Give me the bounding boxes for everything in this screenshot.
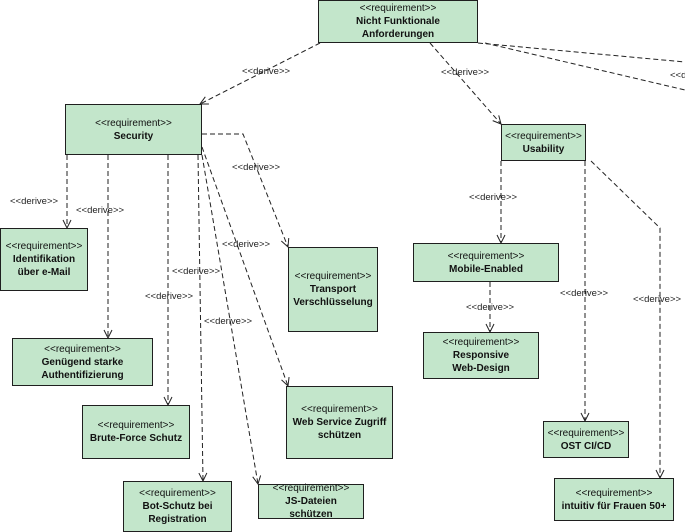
stereotype-label: <<requirement>> — [547, 427, 625, 439]
derive-label: <<derive>> — [469, 192, 518, 203]
requirement-authentifizierung[interactable]: <<requirement>> Genügend starke Authenti… — [12, 338, 153, 386]
requirement-ost[interactable]: <<requirement>> OST CI/CD — [543, 421, 629, 458]
edge-security-botschutz — [197, 154, 203, 481]
derive-label: <<derive>> — [204, 316, 253, 327]
stereotype-label: <<requirement>> — [95, 117, 172, 129]
requirement-botschutz[interactable]: <<requirement>> Bot-Schutz bei Registrat… — [123, 481, 232, 532]
requirement-nicht-funktional[interactable]: <<requirement>> Nicht Funktionale Anford… — [318, 0, 478, 43]
stereotype-label: <<requirement>> — [505, 130, 582, 142]
edge-usability-frauen — [590, 160, 660, 478]
requirement-bruteforce[interactable]: <<requirement>> Brute-Force Schutz — [82, 405, 190, 459]
requirement-responsive[interactable]: <<requirement>> Responsive Web-Design — [423, 332, 539, 379]
stereotype-label: <<requirement>> — [97, 420, 175, 431]
requirement-name: Identifikation über e-Mail — [12, 254, 76, 278]
derive-label: <<derive>> — [145, 291, 194, 302]
stereotype-label: <<requirement>> — [139, 488, 216, 499]
edge-security-transport — [202, 133, 288, 247]
derive-label: <<derive>> — [441, 67, 490, 78]
requirement-mobile[interactable]: <<requirement>> Mobile-Enabled — [413, 243, 559, 282]
derive-label: <<derive>> — [10, 196, 59, 207]
derive-label-truncated: <<d — [670, 70, 685, 81]
requirement-transport[interactable]: <<requirement>> Transport Verschlüsselun… — [288, 247, 378, 332]
derive-label: <<derive>> — [633, 294, 682, 305]
derive-label: <<derive>> — [466, 302, 515, 313]
stereotype-label: <<requirement>> — [359, 3, 437, 14]
derive-label: <<derive>> — [560, 288, 609, 299]
requirement-name: Bot-Schutz bei Registration — [142, 501, 213, 525]
requirement-name: Usability — [522, 143, 565, 155]
derive-label: <<derive>> — [76, 205, 125, 216]
stereotype-label: <<requirement>> — [272, 483, 350, 494]
stereotype-label: <<requirement>> — [294, 271, 372, 282]
derive-label: <<derive>> — [222, 239, 271, 250]
requirement-name: OST CI/CD — [560, 440, 612, 452]
requirement-usability[interactable]: <<requirement>> Usability — [501, 124, 586, 161]
edge-nfa-usability — [429, 42, 501, 124]
derive-label: <<derive>> — [172, 266, 221, 277]
stereotype-label: <<requirement>> — [447, 250, 525, 262]
requirement-name: Responsive Web-Design — [452, 350, 510, 374]
requirement-name: Security — [113, 130, 154, 142]
requirement-webservice[interactable]: <<requirement>> Web Service Zugriff schü… — [286, 386, 393, 459]
edge-nfa-offscreen-1 — [477, 42, 685, 63]
requirement-identifikation[interactable]: <<requirement>> Identifikation über e-Ma… — [0, 228, 88, 291]
requirement-name: Genügend starke Authentifizierung — [41, 356, 124, 381]
edge-nfa-security — [200, 42, 321, 104]
requirement-name: JS-Dateien schützen — [285, 496, 337, 520]
stereotype-label: <<requirement>> — [44, 343, 121, 355]
stereotype-label: <<requirement>> — [575, 487, 653, 499]
stereotype-label: <<requirement>> — [442, 337, 520, 348]
requirement-name: Transport Verschlüsselung — [293, 284, 373, 308]
requirement-security[interactable]: <<requirement>> Security — [65, 104, 202, 155]
requirement-name: Mobile-Enabled — [449, 263, 523, 275]
edge-security-webservice — [201, 146, 288, 386]
requirement-name: Brute-Force Schutz — [89, 433, 183, 444]
stereotype-label: <<requirement>> — [301, 404, 378, 415]
derive-label: <<derive>> — [232, 162, 281, 173]
requirement-jsdateien[interactable]: <<requirement>> JS-Dateien schützen — [258, 483, 364, 520]
requirement-name: Web Service Zugriff schützen — [292, 417, 387, 441]
derive-label: <<derive>> — [242, 66, 291, 77]
requirement-name: intuitiv für Frauen 50+ — [561, 500, 667, 512]
stereotype-label: <<requirement>> — [5, 241, 83, 252]
edge-nfa-offscreen-2 — [484, 42, 685, 91]
requirement-name: Nicht Funktionale Anforderungen — [356, 16, 440, 40]
requirement-frauen[interactable]: <<requirement>> intuitiv für Frauen 50+ — [554, 478, 674, 521]
